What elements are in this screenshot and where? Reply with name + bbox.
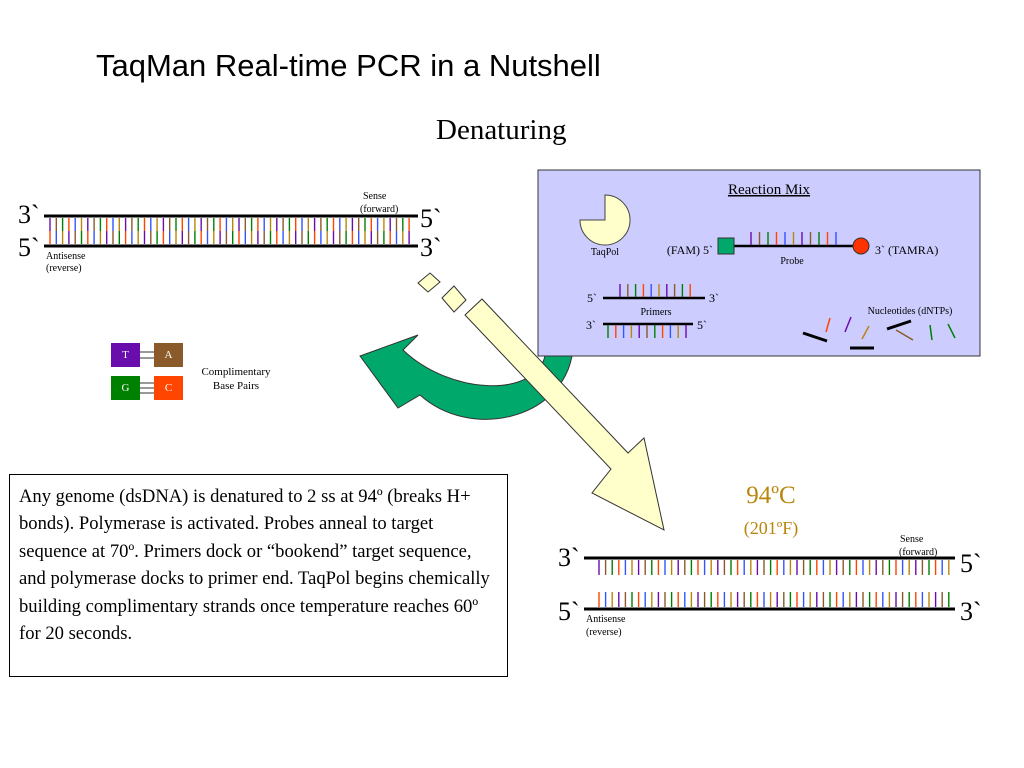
- step-subtitle: Denaturing: [436, 114, 567, 146]
- page-title: TaqMan Real-time PCR in a Nutshell: [96, 48, 601, 83]
- primer-top-5-end: 5`: [587, 291, 597, 305]
- description-text: Any genome (dsDNA) is denatured to 2 ss …: [19, 486, 490, 645]
- bottom-dna-left-top-end: 3`: [558, 543, 580, 572]
- top-sense-label-sub: (forward): [360, 204, 398, 215]
- bottom-dna-left-bottom-end: 5`: [558, 597, 580, 626]
- description-box: Any genome (dsDNA) is denatured to 2 ss …: [9, 474, 508, 677]
- base-pairs-legend: T A G C Complimentary Base Pairs: [111, 343, 271, 400]
- base-pairs-caption-sub: Base Pairs: [213, 380, 259, 392]
- base-G-label: G: [122, 382, 130, 394]
- fam-reporter: [717, 237, 735, 255]
- temperature-celsius: 94ºC: [746, 482, 795, 509]
- top-antisense-label-sub: (reverse): [46, 263, 82, 274]
- bottom-antisense-label: Antisense: [586, 614, 626, 625]
- base-T-block: [111, 343, 140, 367]
- top-sense-label: Sense: [363, 191, 387, 202]
- bottom-antisense-label-sub: (reverse): [586, 627, 622, 638]
- bottom-dna-right-bottom-end: 3`: [960, 597, 982, 626]
- base-A-block: [154, 343, 183, 367]
- bottom-dna-right-top-end: 5`: [960, 549, 982, 578]
- taqpol-icon: [579, 194, 631, 246]
- nucleotides-icons: [802, 316, 956, 350]
- cycle-curved-arrow: [359, 334, 573, 420]
- base-C-label: C: [165, 382, 172, 394]
- fam-label: (FAM) 5`: [667, 243, 713, 257]
- process-arrow: [417, 272, 665, 531]
- top-dna-right-top-end: 5`: [420, 204, 442, 233]
- tamra-quencher: [852, 237, 870, 255]
- base-pairs-caption: Complimentary: [201, 366, 271, 378]
- reaction-mix-title: Reaction Mix: [728, 182, 811, 198]
- top-dna-left-top-end: 3`: [18, 200, 40, 229]
- primer-bottom-3-end: 3`: [586, 318, 596, 332]
- bottom-dna-strands: [584, 556, 955, 611]
- top-dna-duplex: [44, 214, 418, 248]
- temperature-fahrenheit: (201ºF): [744, 518, 799, 539]
- probe-strand: [734, 232, 853, 248]
- base-G-block: [111, 376, 140, 400]
- probe-label: Probe: [780, 256, 804, 267]
- taqpol-label: TaqPol: [591, 247, 619, 258]
- top-dna-right-bottom-end: 3`: [420, 233, 442, 262]
- top-dna-left-bottom-end: 5`: [18, 233, 40, 262]
- primer-top-3-end: 3`: [709, 291, 719, 305]
- primers-label: Primers: [640, 307, 671, 318]
- base-T-label: T: [122, 349, 129, 361]
- base-C-block: [154, 376, 183, 400]
- tamra-label: 3` (TAMRA): [875, 243, 938, 257]
- primer-bottom-5-end: 5`: [697, 318, 707, 332]
- primers-group: [603, 284, 705, 338]
- bottom-sense-label: Sense: [900, 534, 924, 545]
- base-A-label: A: [165, 349, 173, 361]
- bottom-sense-label-sub: (forward): [899, 547, 937, 558]
- top-antisense-label: Antisense: [46, 251, 86, 262]
- nucleotides-label: Nucleotides (dNTPs): [868, 306, 953, 317]
